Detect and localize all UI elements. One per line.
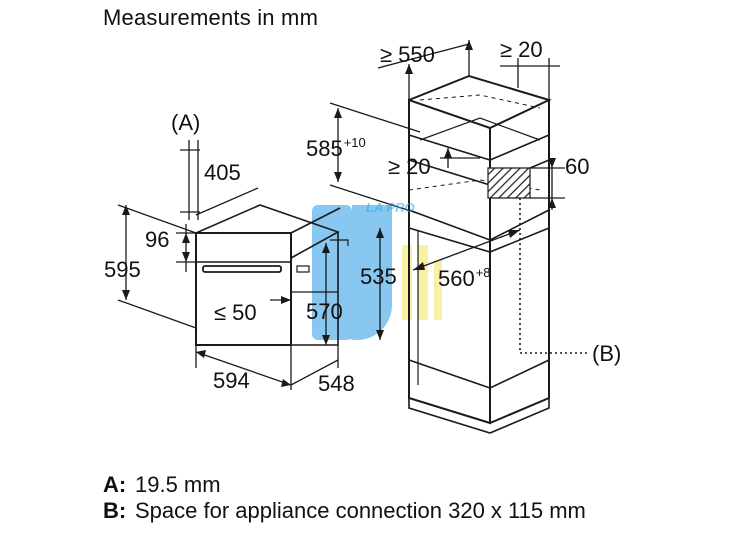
label-cabinet-depth: ≥ 550 <box>380 42 435 67</box>
label-oven-total-height: 595 <box>104 257 141 282</box>
label-niche-height: 585+10 <box>306 136 366 160</box>
legend-a-key: A: <box>103 472 127 497</box>
legend-a-text: 19.5 mm <box>135 472 221 497</box>
label-niche-depth: 535 <box>360 264 397 289</box>
niche-width-value: 560 <box>438 266 475 291</box>
oven-body <box>195 204 349 346</box>
niche-height-value: 585 <box>306 136 343 161</box>
dimension-lines <box>117 40 565 390</box>
label-oven-width: 594 <box>213 368 250 393</box>
leader-b <box>519 198 588 354</box>
legend-b-text: Space for appliance connection 320 x 115… <box>135 498 586 523</box>
diagram-title: Measurements in mm <box>103 5 319 30</box>
label-cabinet-rear-gap: ≥ 20 <box>500 37 543 62</box>
arrowheads <box>122 40 556 387</box>
watermark-logo <box>312 205 442 340</box>
label-oven-front-height: 96 <box>145 227 170 252</box>
label-oven-body-height: 570 <box>306 299 343 324</box>
watermark-text: LA PRO <box>366 200 415 215</box>
cabinet <box>408 74 552 434</box>
legend-b-key: B: <box>103 498 127 523</box>
label-handle-clearance: ≤ 50 <box>214 300 257 325</box>
connection-space-box <box>487 167 531 199</box>
label-shelf-gap: ≥ 20 <box>388 154 431 179</box>
niche-width-tolerance: +8 <box>475 265 491 280</box>
label-oven-depth: 548 <box>318 371 355 396</box>
label-oven-depth-top: 405 <box>204 160 241 185</box>
niche-height-tolerance: +10 <box>343 135 366 150</box>
legend-b: B: Space for appliance connection 320 x 1… <box>103 498 605 524</box>
label-rear-panel: 60 <box>565 154 590 179</box>
label-space-b: (B) <box>592 341 622 366</box>
legend-a: A: 19.5 mm <box>103 472 221 498</box>
label-gap-a: (A) <box>171 110 201 135</box>
label-niche-width: 560+8 <box>438 266 491 290</box>
